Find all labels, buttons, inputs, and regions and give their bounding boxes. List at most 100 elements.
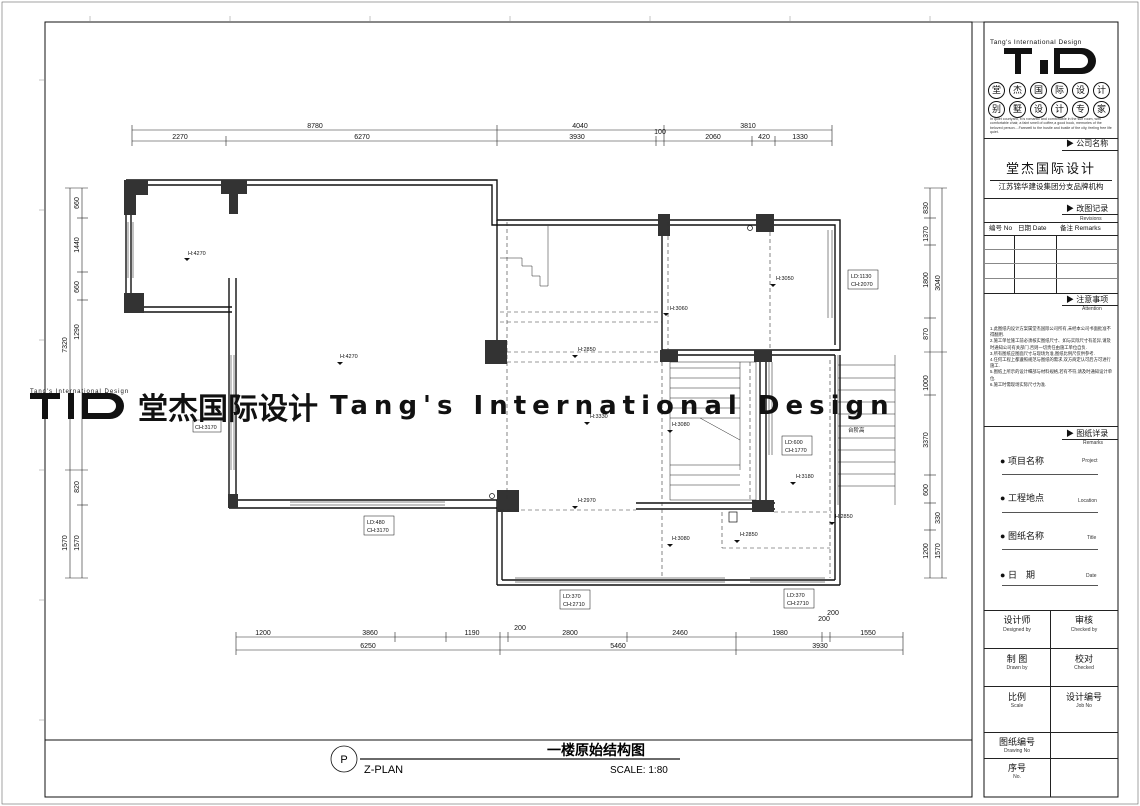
opening-ld: LD:480 bbox=[367, 520, 385, 526]
title-block: Tang's International Design 堂 杰 国 际 设 计 … bbox=[984, 22, 1118, 797]
dim-top-4040: 4040 bbox=[572, 123, 588, 130]
plan-code: Z-PLAN bbox=[364, 764, 403, 776]
opening-ch: CH:3170 bbox=[195, 425, 217, 431]
dim-top-3810: 3810 bbox=[740, 123, 756, 130]
field-date: ● 日 期 bbox=[1000, 570, 1035, 580]
dim-right-330: 330 bbox=[935, 512, 942, 524]
attention-header: ▶ 注意事项 bbox=[1066, 295, 1109, 304]
slogan-char: 杰 bbox=[1009, 82, 1026, 99]
dim-bottom-1550: 1550 bbox=[860, 630, 876, 637]
note-item: 4.任何工程上都遵照规范与图纸的需求,双方商定认可后方可进行施工. bbox=[990, 357, 1111, 369]
opening-ld: LD:1130 bbox=[851, 274, 871, 280]
field-date-en: Date bbox=[1086, 573, 1097, 579]
dim-top-100: 100 bbox=[654, 129, 666, 136]
dim-left-1570: 1570 bbox=[74, 535, 81, 551]
dim-bottom-1200: 1200 bbox=[255, 630, 271, 637]
height-label: H:2850 bbox=[740, 532, 758, 538]
dim-top-420: 420 bbox=[758, 134, 770, 141]
watermark-cn: 堂杰国际设计 bbox=[138, 392, 318, 427]
walls bbox=[125, 179, 841, 586]
brand-blurb: In quiet courtyard, it is romantic and c… bbox=[990, 117, 1112, 135]
slogan-char: 计 bbox=[1051, 101, 1068, 118]
dim-left-660b: 660 bbox=[74, 281, 81, 293]
plan-marker-letter: P bbox=[340, 754, 347, 766]
field-project: ● 项目名称 bbox=[1000, 456, 1044, 466]
company-sub: 江苏锦华建设集团分支品牌机构 bbox=[998, 182, 1104, 191]
brand-en: Tang's International Design bbox=[990, 39, 1082, 46]
field-location-en: Location bbox=[1078, 498, 1097, 504]
brand-logo-icon bbox=[1004, 48, 1096, 74]
revisions-en: Revisions bbox=[1080, 216, 1102, 222]
company-header: ▶ 公司名称 bbox=[1066, 139, 1109, 148]
remarks-en: Remarks bbox=[1083, 440, 1104, 446]
height-label: H:3060 bbox=[670, 306, 688, 312]
dim-top-6270: 6270 bbox=[354, 134, 370, 141]
slogan-char: 计 bbox=[1093, 82, 1110, 99]
height-label: H:4270 bbox=[188, 251, 206, 257]
opening-ch: CH:1770 bbox=[785, 448, 807, 454]
sign-verified-en: Checked bbox=[1074, 665, 1094, 671]
attention-en: Attention bbox=[1082, 306, 1102, 312]
revisions-header: ▶ 改图记录 bbox=[1066, 204, 1109, 213]
dim-top-1330: 1330 bbox=[792, 134, 808, 141]
dim-left-1440: 1440 bbox=[74, 237, 81, 253]
sign-designer-en: Designed by bbox=[1003, 627, 1031, 633]
note-item: 3.所有图纸应图面尺寸与现场为准,图纸比例尺仅供参考. bbox=[990, 350, 1095, 356]
height-label: H:3050 bbox=[776, 276, 794, 282]
opening-ch: CH:2710 bbox=[563, 602, 585, 608]
dim-right-1370: 1370 bbox=[923, 226, 930, 242]
dim-bottom-200b: 200 bbox=[818, 616, 830, 623]
tid-logo-icon bbox=[30, 393, 124, 419]
opening-ld: LD:370 bbox=[787, 593, 805, 599]
notes-list: 1.此图纸内设计方案属堂杰国际公司所有,未经本公司书面批准不得翻用. 2.施工单… bbox=[990, 326, 1112, 388]
dim-bottom-3930: 3930 bbox=[812, 643, 828, 650]
sign-checker-en: Checked by bbox=[1070, 627, 1098, 633]
opening-ch: CH:3170 bbox=[367, 528, 389, 534]
stairs bbox=[500, 226, 896, 505]
dim-bottom-2460: 2460 bbox=[672, 630, 688, 637]
sign-drawn: 制 图 bbox=[1006, 654, 1028, 664]
plan-marker-circle bbox=[330, 745, 358, 773]
opening-ld: LD:600 bbox=[785, 440, 803, 446]
sign-drawn-en: Drawn by bbox=[1006, 665, 1028, 671]
company-name: 堂杰国际设计 bbox=[1005, 162, 1096, 177]
columns bbox=[124, 180, 774, 512]
dim-top-3930: 3930 bbox=[569, 134, 585, 141]
slogan-char: 别 bbox=[988, 101, 1005, 118]
slogan-char: 际 bbox=[1051, 82, 1068, 99]
dim-right-3370: 3370 bbox=[923, 432, 930, 448]
dim-top-8780: 8780 bbox=[307, 123, 323, 130]
field-location: ● 工程地点 bbox=[1000, 493, 1044, 503]
sign-jobno-en: Job No bbox=[1076, 703, 1092, 709]
slogan-char: 专 bbox=[1072, 101, 1089, 118]
slogan-char: 堂 bbox=[988, 82, 1005, 99]
dim-top-2270: 2270 bbox=[172, 134, 188, 141]
dim-right-1000: 1000 bbox=[923, 375, 930, 391]
slogan-grid: 堂 杰 国 际 设 计 别 墅 设 计 专 家 bbox=[988, 82, 1114, 118]
opening-ch: CH:2710 bbox=[787, 601, 809, 607]
watermark-en: Tang's International Design bbox=[330, 391, 895, 421]
beams bbox=[500, 222, 832, 578]
dim-right-830: 830 bbox=[923, 202, 930, 214]
dim-left-1290: 1290 bbox=[74, 324, 81, 340]
height-label: H:3180 bbox=[796, 474, 814, 480]
rev-col-date: 日期 Date bbox=[1018, 225, 1047, 232]
height-label: H:2970 bbox=[578, 498, 596, 504]
rev-col-no: 编号 No bbox=[989, 225, 1013, 232]
windows bbox=[127, 222, 833, 583]
height-label: H:2850 bbox=[578, 347, 596, 353]
sign-drawingno-en: Drawing No bbox=[1003, 748, 1031, 754]
height-label: H:4270 bbox=[340, 354, 358, 360]
watermark: 堂杰国际设计 Tang's International Design bbox=[30, 386, 895, 427]
dim-right-1800: 1800 bbox=[923, 272, 930, 288]
note-item: 1.此图纸内设计方案属堂杰国际公司所有,未经本公司书面批准不得翻用. bbox=[990, 326, 1111, 338]
title-block-frame bbox=[983, 21, 1119, 798]
dim-top-2060: 2060 bbox=[705, 134, 721, 141]
note-item: 6.施工时需现场实际尺寸为准. bbox=[990, 381, 1047, 387]
slogan-char: 家 bbox=[1093, 101, 1110, 118]
drawing-title: 一楼原始结构图 bbox=[547, 742, 645, 758]
dim-left-7320: 7320 bbox=[62, 337, 69, 353]
dim-right-3040: 3040 bbox=[935, 275, 942, 291]
dim-left-660a: 660 bbox=[74, 197, 81, 209]
